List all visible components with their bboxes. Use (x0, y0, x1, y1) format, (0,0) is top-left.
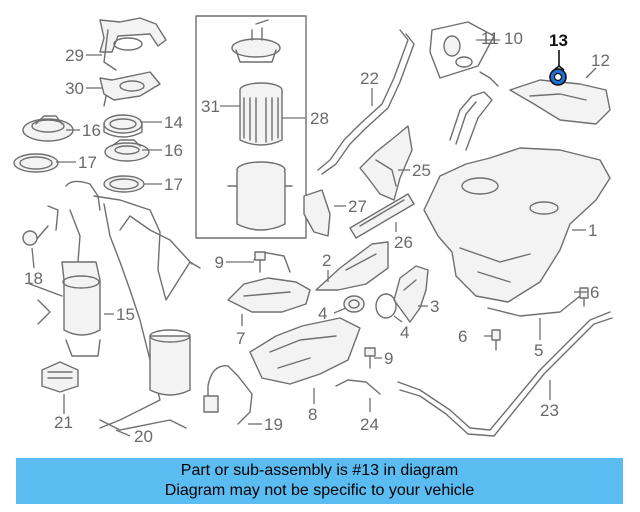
filter-assembly-box (195, 15, 307, 239)
caption-line-2: Diagram may not be specific to your vehi… (164, 482, 475, 499)
skid-plate-8 (249, 317, 361, 385)
callout-21: 21 (54, 413, 73, 432)
callout-27: 27 (348, 197, 367, 216)
callout-19: 19 (264, 415, 283, 434)
bolt-9b (364, 347, 376, 369)
callout-12: 12 (591, 51, 610, 70)
grommet-4b (375, 293, 397, 319)
seal-ring (103, 114, 143, 138)
callout-28: 28 (310, 109, 329, 128)
callout-1: 1 (588, 221, 597, 240)
fuel-tank (423, 71, 611, 303)
caption-banner: Part or sub-assembly is #13 in diagram D… (16, 458, 623, 504)
callout-6-right: 6 (590, 283, 599, 302)
callout-3: 3 (430, 297, 439, 316)
shield-3 (393, 265, 429, 323)
callout-4-right: 4 (400, 323, 409, 342)
callout-31: 31 (201, 97, 220, 116)
callout-11: 11 (481, 29, 499, 48)
upper-bracket (99, 17, 167, 71)
heat-shield (359, 125, 413, 201)
gasket-right (103, 175, 145, 193)
callout-20: 20 (134, 427, 153, 446)
callout-9-left: 9 (215, 253, 224, 272)
fuel-pump-module (22, 180, 201, 431)
nut-13 (549, 50, 567, 86)
pipe-23 (397, 311, 613, 437)
callout-4-left: 4 (318, 304, 327, 323)
sender-harness (203, 365, 253, 425)
mount-bracket (303, 189, 331, 237)
parts-diagram: 29 30 16 14 16 17 17 18 15 21 20 19 31 2… (13, 15, 613, 446)
tank-strap (349, 193, 415, 239)
callout-15: 15 (116, 305, 135, 324)
lock-ring-top (22, 115, 74, 142)
bolt-9a (254, 251, 266, 273)
callout-10: 10 (504, 29, 523, 48)
callout-29: 29 (65, 46, 84, 65)
callout-17-right: 17 (164, 175, 183, 194)
callout-22: 22 (360, 69, 379, 88)
callout-17-left: 17 (78, 153, 97, 172)
gasket-left (13, 153, 59, 173)
callout-labels: 29 30 16 14 16 17 17 18 15 21 20 19 31 2… (24, 29, 610, 446)
leader-lines (31, 54, 588, 437)
filler-pipe (317, 29, 415, 175)
callout-7: 7 (236, 329, 245, 348)
pipe-24 (335, 379, 381, 395)
callout-9-right: 9 (384, 349, 393, 368)
fuel-line-5 (487, 295, 581, 317)
callout-13: 13 (549, 31, 568, 50)
callout-18: 18 (24, 269, 43, 288)
bolt-6b (579, 287, 589, 307)
callout-2: 2 (322, 251, 331, 270)
connector (41, 361, 79, 393)
shield-2 (315, 241, 389, 291)
callout-16-mid: 16 (164, 141, 183, 160)
callout-26: 26 (394, 233, 413, 252)
callout-23: 23 (540, 401, 559, 420)
lock-ring-mid (104, 139, 150, 162)
callout-8: 8 (308, 405, 317, 424)
filter-frame (195, 15, 307, 239)
callout-30: 30 (65, 79, 84, 98)
bolt-6a (491, 329, 501, 351)
callout-5: 5 (534, 341, 543, 360)
filler-cap-11 (429, 21, 500, 79)
callout-16-top: 16 (82, 121, 101, 140)
caption-line-1: Part or sub-assembly is #13 in diagram (180, 462, 459, 479)
callout-14: 14 (164, 113, 183, 132)
skid-plate-7 (227, 251, 311, 313)
lower-bracket (99, 71, 161, 107)
callout-24: 24 (360, 415, 379, 434)
callout-6-left: 6 (458, 327, 467, 346)
grommet-4a (343, 295, 365, 313)
filter-cap (231, 38, 281, 58)
callout-25: 25 (412, 161, 431, 180)
